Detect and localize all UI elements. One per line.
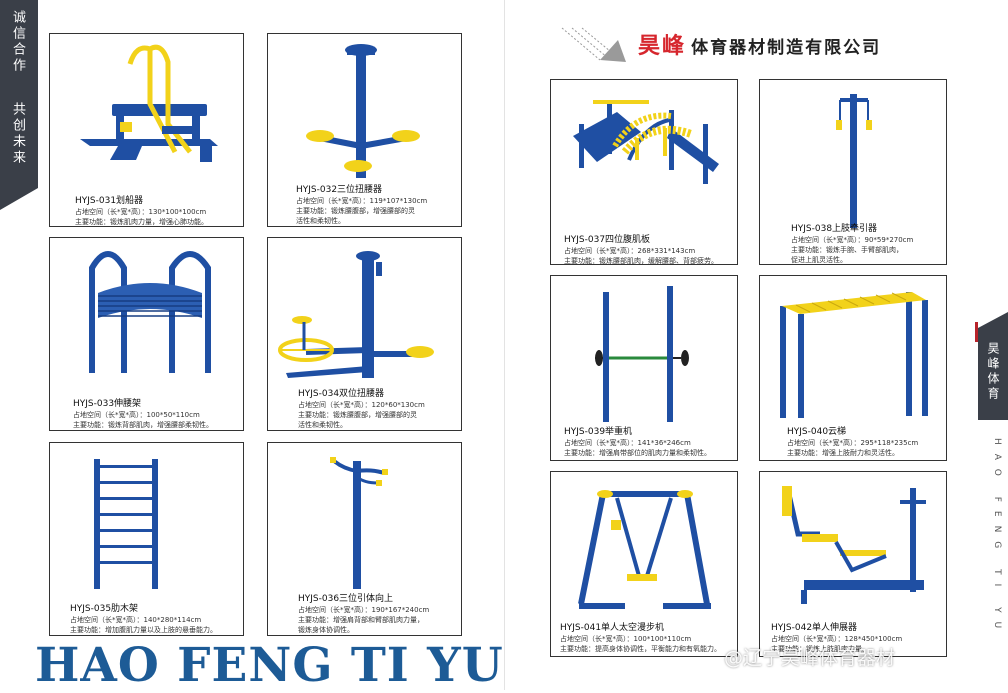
product-title: HYJS-042单人伸展器 bbox=[771, 623, 858, 633]
product-title: HYJS-035肋木架 bbox=[70, 604, 139, 614]
company-brand: 昊峰 体育器材制造有限公司 bbox=[638, 28, 881, 60]
product-function: 主要功能：锻炼腰部肌肉，缓解腰部、背部疲劳。 bbox=[564, 257, 718, 265]
product-title: HYJS-039举重机 bbox=[564, 427, 633, 437]
product-title: HYJS-040云梯 bbox=[787, 427, 847, 437]
slogan-tab: 诚信合作 共创未来 bbox=[0, 0, 38, 210]
product-size: 占地空间（长*宽*高）：100*50*110cm bbox=[73, 411, 200, 419]
product-title: HYJS-031划船器 bbox=[75, 196, 144, 206]
product-size: 占地空间（长*宽*高）：140*280*114cm bbox=[70, 616, 202, 624]
product-size: 占地空间（长*宽*高）：268*331*143cm bbox=[564, 247, 696, 255]
bottom-brand-title: HAO FENG TI YU bbox=[35, 638, 504, 693]
product-size: 占地空间（长*宽*高）：120*60*130cm bbox=[298, 401, 425, 409]
waist-twister-three-icon bbox=[306, 44, 420, 178]
side-brand-cn: 昊峰体育 bbox=[986, 342, 1000, 402]
product-title: HYJS-041单人太空漫步机 bbox=[560, 623, 665, 633]
side-brand-tab: 昊峰体育 bbox=[978, 312, 1008, 420]
stretcher-icon bbox=[782, 486, 926, 604]
pull-up-station-icon bbox=[330, 457, 388, 589]
slogan-line2: 共创未来 bbox=[10, 102, 25, 166]
product-function: 主要功能：锻炼手腕、手臂部肌肉， bbox=[791, 246, 903, 254]
product-title: HYJS-032三位扭腰器 bbox=[296, 185, 383, 195]
slogan-line1: 诚信合作 bbox=[10, 10, 25, 74]
product-function: 主要功能：增强肩带部位的肌肉力量和柔韧性。 bbox=[564, 449, 711, 457]
product-card-035: HYJS-035肋木架 占地空间（长*宽*高）：140*280*114cm 主要… bbox=[49, 442, 244, 636]
product-card-038: HYJS-038上肢牵引器 占地空间（长*宽*高）：90*59*270cm 主要… bbox=[759, 79, 947, 265]
product-function: 主要功能：增强肩背部和臂部肌肉力量， bbox=[298, 616, 424, 624]
product-title: HYJS-033伸腰架 bbox=[73, 399, 142, 409]
product-size: 占地空间（长*宽*高）：190*167*240cm bbox=[298, 606, 430, 614]
product-title: HYJS-034双位扭腰器 bbox=[298, 389, 385, 399]
monkey-bars-icon bbox=[780, 292, 928, 418]
upper-limb-traction-icon bbox=[836, 94, 872, 228]
product-size: 占地空间（长*宽*高）：141*36*246cm bbox=[564, 439, 691, 447]
product-function: 主要功能：锻炼上肢肌肉力量。 bbox=[771, 645, 869, 653]
waist-twister-double-icon bbox=[278, 251, 434, 378]
product-size: 占地空间（长*宽*高）：100*100*110cm bbox=[560, 635, 692, 643]
product-title: HYJS-036三位引体向上 bbox=[298, 594, 394, 604]
product-size: 占地空间（长*宽*高）：130*100*100cm bbox=[75, 208, 207, 216]
side-brand-en: HAO FENG TI YU bbox=[992, 438, 1002, 638]
product-card-034: HYJS-034双位扭腰器 占地空间（长*宽*高）：120*60*130cm 主… bbox=[267, 237, 462, 431]
product-card-042: HYJS-042单人伸展器 占地空间（长*宽*高）：128*450*100cm … bbox=[759, 471, 947, 657]
brand-name: 昊峰 bbox=[638, 34, 687, 59]
product-function: 主要功能：提高身体协调性，平衡能力和有氧能力。 bbox=[560, 645, 721, 653]
wall-bars-icon bbox=[94, 459, 158, 589]
product-card-041: HYJS-041单人太空漫步机 占地空间（长*宽*高）：100*100*110c… bbox=[550, 471, 738, 657]
brand-arrow-icon bbox=[561, 27, 626, 62]
product-card-036: HYJS-036三位引体向上 占地空间（长*宽*高）：190*167*240cm… bbox=[267, 442, 462, 636]
product-card-031: HYJS-031划船器 占地空间（长*宽*高）：130*100*100cm 主要… bbox=[49, 33, 244, 227]
product-size: 占地空间（长*宽*高）：119*107*130cm bbox=[296, 197, 428, 205]
product-function-cont: 锻炼身体协调性。 bbox=[298, 626, 354, 634]
product-function-cont: 活性和柔韧性。 bbox=[296, 217, 345, 225]
product-function: 主要功能：锻炼腰腹部，增强腰部的灵 bbox=[298, 411, 417, 419]
rowing-machine-icon bbox=[80, 44, 218, 162]
brand-company: 体育器材制造有限公司 bbox=[691, 38, 882, 58]
product-size: 占地空间（长*宽*高）：90*59*270cm bbox=[791, 236, 914, 244]
product-function: 主要功能：增强上肢耐力和灵活性。 bbox=[787, 449, 899, 457]
product-function: 主要功能：锻炼腰腹部，增强腰部的灵 bbox=[296, 207, 415, 215]
product-title: HYJS-037四位腹肌板 bbox=[564, 235, 651, 245]
side-accent bbox=[975, 322, 978, 342]
product-size: 占地空间（长*宽*高）：295*118*235cm bbox=[787, 439, 919, 447]
product-function: 主要功能：锻炼肌肉力量，增强心肺功能。 bbox=[75, 218, 208, 226]
product-card-033: HYJS-033伸腰架 占地空间（长*宽*高）：100*50*110cm 主要功… bbox=[49, 237, 244, 431]
product-size: 占地空间（长*宽*高）：128*450*100cm bbox=[771, 635, 903, 643]
product-card-039: HYJS-039举重机 占地空间（长*宽*高）：141*36*246cm 主要功… bbox=[550, 275, 738, 461]
air-walker-icon bbox=[578, 490, 711, 609]
product-function-cont: 活性和柔韧性。 bbox=[298, 421, 347, 429]
product-function: 主要功能：锻炼背部肌肉，增强腰部柔韧性。 bbox=[73, 421, 213, 429]
product-title: HYJS-038上肢牵引器 bbox=[791, 224, 878, 234]
product-function-cont: 促进上肌灵活性。 bbox=[791, 256, 847, 264]
source-watermark: @辽宁昊峰体育器材 bbox=[724, 647, 896, 669]
back-stretcher-icon bbox=[89, 251, 211, 373]
product-function: 主要功能：增加腹肌力量以及上肢的悬垂能力。 bbox=[70, 626, 217, 634]
weight-lifter-icon bbox=[595, 286, 689, 422]
product-card-037: HYJS-037四位腹肌板 占地空间（长*宽*高）：268*331*143cm … bbox=[550, 79, 738, 265]
product-card-032: HYJS-032三位扭腰器 占地空间（长*宽*高）：119*107*130cm … bbox=[267, 33, 462, 227]
product-card-040: HYJS-040云梯 占地空间（长*宽*高）：295*118*235cm 主要功… bbox=[759, 275, 947, 461]
page-divider bbox=[504, 0, 505, 690]
situp-board-icon bbox=[573, 100, 719, 184]
